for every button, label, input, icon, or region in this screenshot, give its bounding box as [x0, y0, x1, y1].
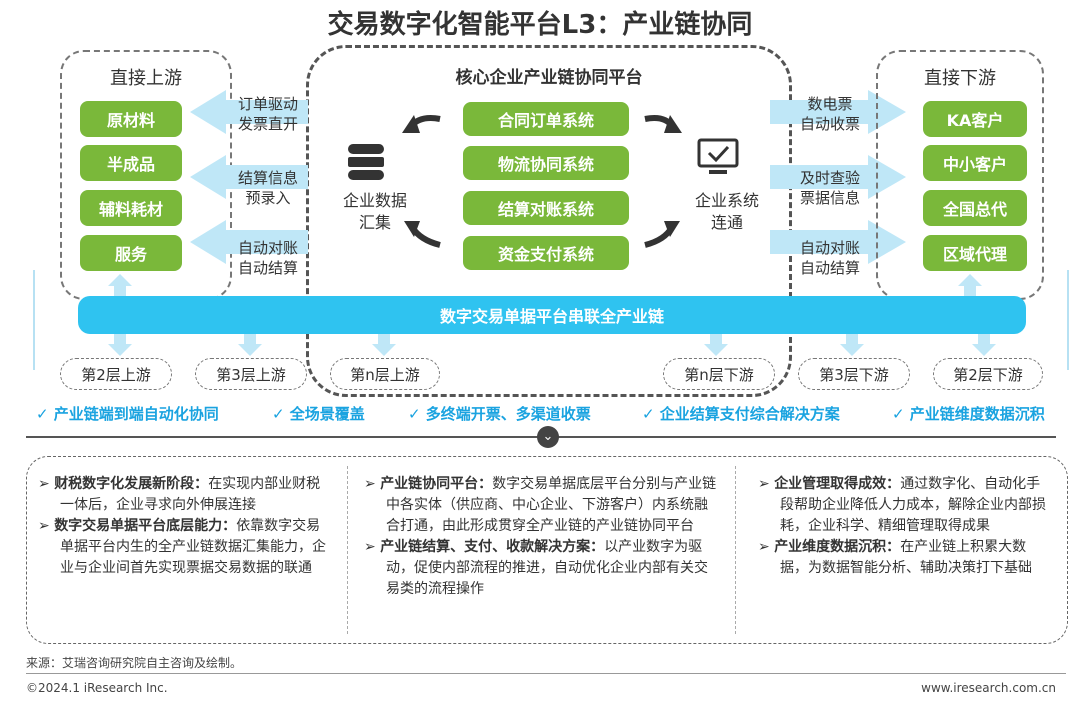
database-icon	[348, 144, 384, 180]
footer-divider	[26, 673, 1066, 674]
feature-4: ✓ 企业结算支付综合解决方案	[642, 405, 840, 423]
website: www.iresearch.com.cn	[921, 681, 1056, 695]
downstream-arrow-label-1: 数电票自动收票	[799, 95, 860, 133]
monitor-icon	[697, 138, 739, 174]
layer-upstream-n: 第n层上游	[330, 358, 440, 390]
copyright: ©2024.1 iResearch Inc.	[26, 681, 168, 695]
upstream-flow-arrows	[190, 90, 308, 264]
system-settlement: 结算对账系统	[463, 191, 629, 225]
system-payment: 资金支付系统	[463, 236, 629, 270]
upstream-item-raw-materials: 原材料	[80, 101, 182, 137]
upstream-arrow-label-3: 自动对账自动结算	[237, 239, 298, 277]
panel-divider-2	[735, 466, 736, 634]
downstream-item-national-agent: 全国总代	[923, 190, 1027, 226]
layer-upstream-3: 第3层上游	[195, 358, 307, 390]
digital-document-platform-bar: 数字交易单据平台串联全产业链	[78, 296, 1026, 334]
upstream-arrow-label-2: 结算信息预录入	[237, 169, 298, 207]
feature-2: ✓ 全场景覆盖	[272, 405, 365, 423]
summary-column-2: ➢ 产业链协同平台：数字交易单据底层平台分别与产业链中各实体（供应商、中心企业、…	[364, 476, 717, 597]
core-platform-title: 核心企业产业链协同平台	[455, 68, 643, 88]
layer-downstream-n: 第n层下游	[663, 358, 775, 390]
chevron-down-icon: ⌄	[537, 426, 559, 448]
system-logistics: 物流协同系统	[463, 146, 629, 180]
panel-divider-1	[347, 466, 348, 634]
feature-5: ✓ 产业链维度数据沉积	[892, 405, 1045, 423]
downstream-item-ka: KA客户	[923, 101, 1027, 137]
upstream-title: 直接上游	[110, 68, 182, 89]
layer-downstream-3: 第3层下游	[798, 358, 910, 390]
downstream-arrow-label-2: 及时查验票据信息	[799, 169, 860, 207]
layer-downstream-2: 第2层下游	[933, 358, 1043, 390]
upstream-item-semi-finished: 半成品	[80, 145, 182, 181]
upstream-item-auxiliary: 辅料耗材	[80, 190, 182, 226]
summary-column-1: ➢ 财税数字化发展新阶段：在实现内部业财税一体后，企业寻求向外伸展连接 ➢ 数字…	[38, 476, 326, 576]
system-contract-order: 合同订单系统	[463, 102, 629, 136]
page-title: 交易数字化智能平台L3：产业链协同	[327, 10, 753, 40]
summary-column-3: ➢ 企业管理取得成效：通过数字化、自动化手段帮助企业降低人力成本，解除企业内部损…	[758, 476, 1046, 576]
feature-1: ✓ 产业链端到端自动化协同	[36, 405, 219, 423]
source-note: 来源：艾瑞咨询研究院自主咨询及绘制。	[26, 656, 243, 670]
layer-upstream-2: 第2层上游	[60, 358, 172, 390]
cycle-arrows	[402, 115, 682, 248]
upstream-item-services: 服务	[80, 235, 182, 271]
downstream-arrow-label-3: 自动对账自动结算	[799, 239, 860, 277]
platform-connector-arrows	[33, 270, 1069, 370]
core-platform-box	[306, 45, 792, 397]
downstream-title: 直接下游	[924, 68, 996, 89]
feature-3: ✓ 多终端开票、多渠道收票	[408, 405, 591, 423]
summary-panel	[26, 456, 1068, 644]
downstream-item-sme: 中小客户	[923, 145, 1027, 181]
downstream-item-regional-agent: 区域代理	[923, 235, 1027, 271]
enterprise-system-label: 企业系统连通	[694, 191, 759, 232]
downstream-flow-arrows	[770, 90, 906, 264]
upstream-arrow-label-1: 订单驱动发票直开	[237, 95, 298, 133]
enterprise-data-label: 企业数据汇集	[342, 191, 407, 232]
